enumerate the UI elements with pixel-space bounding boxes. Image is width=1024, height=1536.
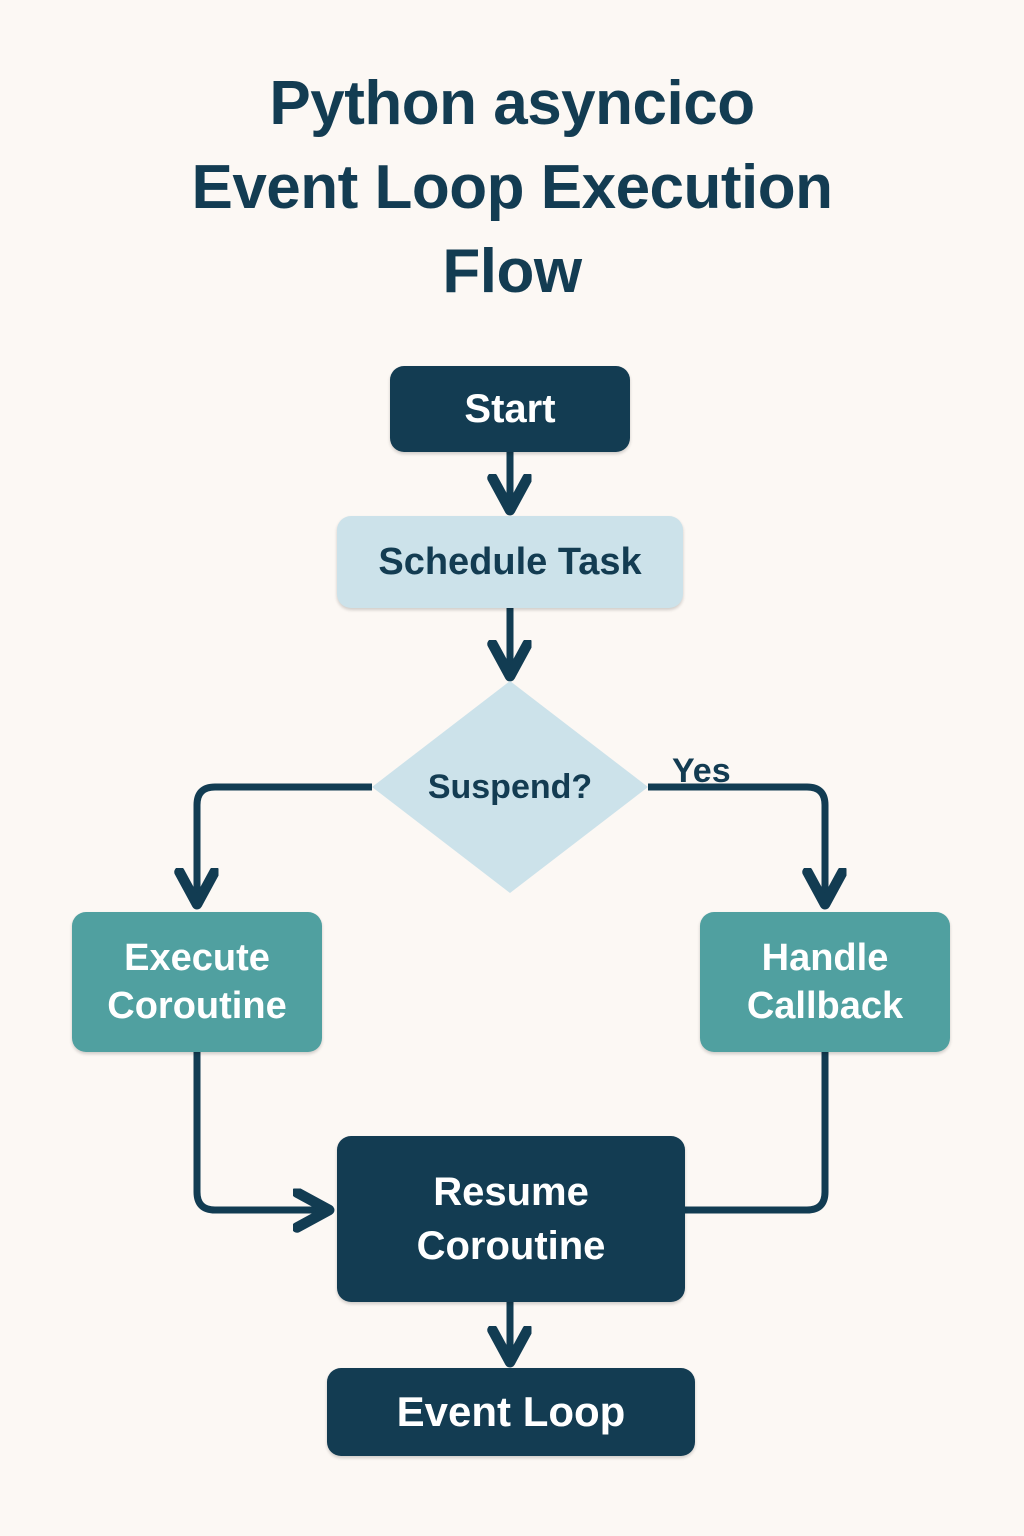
- node-decision-suspend[interactable]: Suspend?: [372, 681, 648, 893]
- page-title-line-3: Flow: [442, 237, 582, 306]
- page-title-line-2: Event Loop Execution: [191, 153, 833, 222]
- node-resume-coroutine[interactable]: Resume Coroutine: [337, 1136, 685, 1302]
- edge-execute-to-resume: [193, 1052, 325, 1210]
- node-handle-callback[interactable]: Handle Callback: [700, 912, 950, 1052]
- page-title-line-1: Python asyncico: [269, 69, 755, 138]
- node-event-loop-label: Event Loop: [396, 1388, 626, 1435]
- node-resume-coroutine-label: Resume Coroutine: [337, 1165, 685, 1273]
- node-execute-coroutine-label: Execute Coroutine: [72, 934, 322, 1030]
- node-schedule-task-label: Schedule Task: [378, 540, 642, 583]
- edge-decision-to-execute: [197, 783, 372, 900]
- edge-handle-to-resume: [685, 1052, 829, 1214]
- edge-decision-to-handle: [648, 783, 825, 900]
- node-resume-coroutine-line-1: Resume: [433, 1170, 589, 1214]
- page-title: Python asyncico Event Loop Execution Flo…: [0, 62, 1024, 314]
- node-resume-coroutine-line-2: Coroutine: [416, 1224, 606, 1268]
- node-execute-coroutine-line-2: Coroutine: [107, 985, 287, 1027]
- node-start[interactable]: Start: [390, 366, 630, 452]
- node-execute-coroutine[interactable]: Execute Coroutine: [72, 912, 322, 1052]
- node-decision-suspend-label: Suspend?: [427, 767, 593, 806]
- edge-label-yes: Yes: [672, 752, 731, 790]
- node-handle-callback-line-1: Handle: [761, 937, 889, 979]
- node-schedule-task[interactable]: Schedule Task: [337, 516, 683, 608]
- node-handle-callback-line-2: Callback: [746, 985, 904, 1027]
- node-execute-coroutine-line-1: Execute: [124, 937, 270, 979]
- node-handle-callback-label: Handle Callback: [700, 934, 950, 1030]
- node-start-label: Start: [464, 386, 556, 431]
- node-event-loop[interactable]: Event Loop: [327, 1368, 695, 1456]
